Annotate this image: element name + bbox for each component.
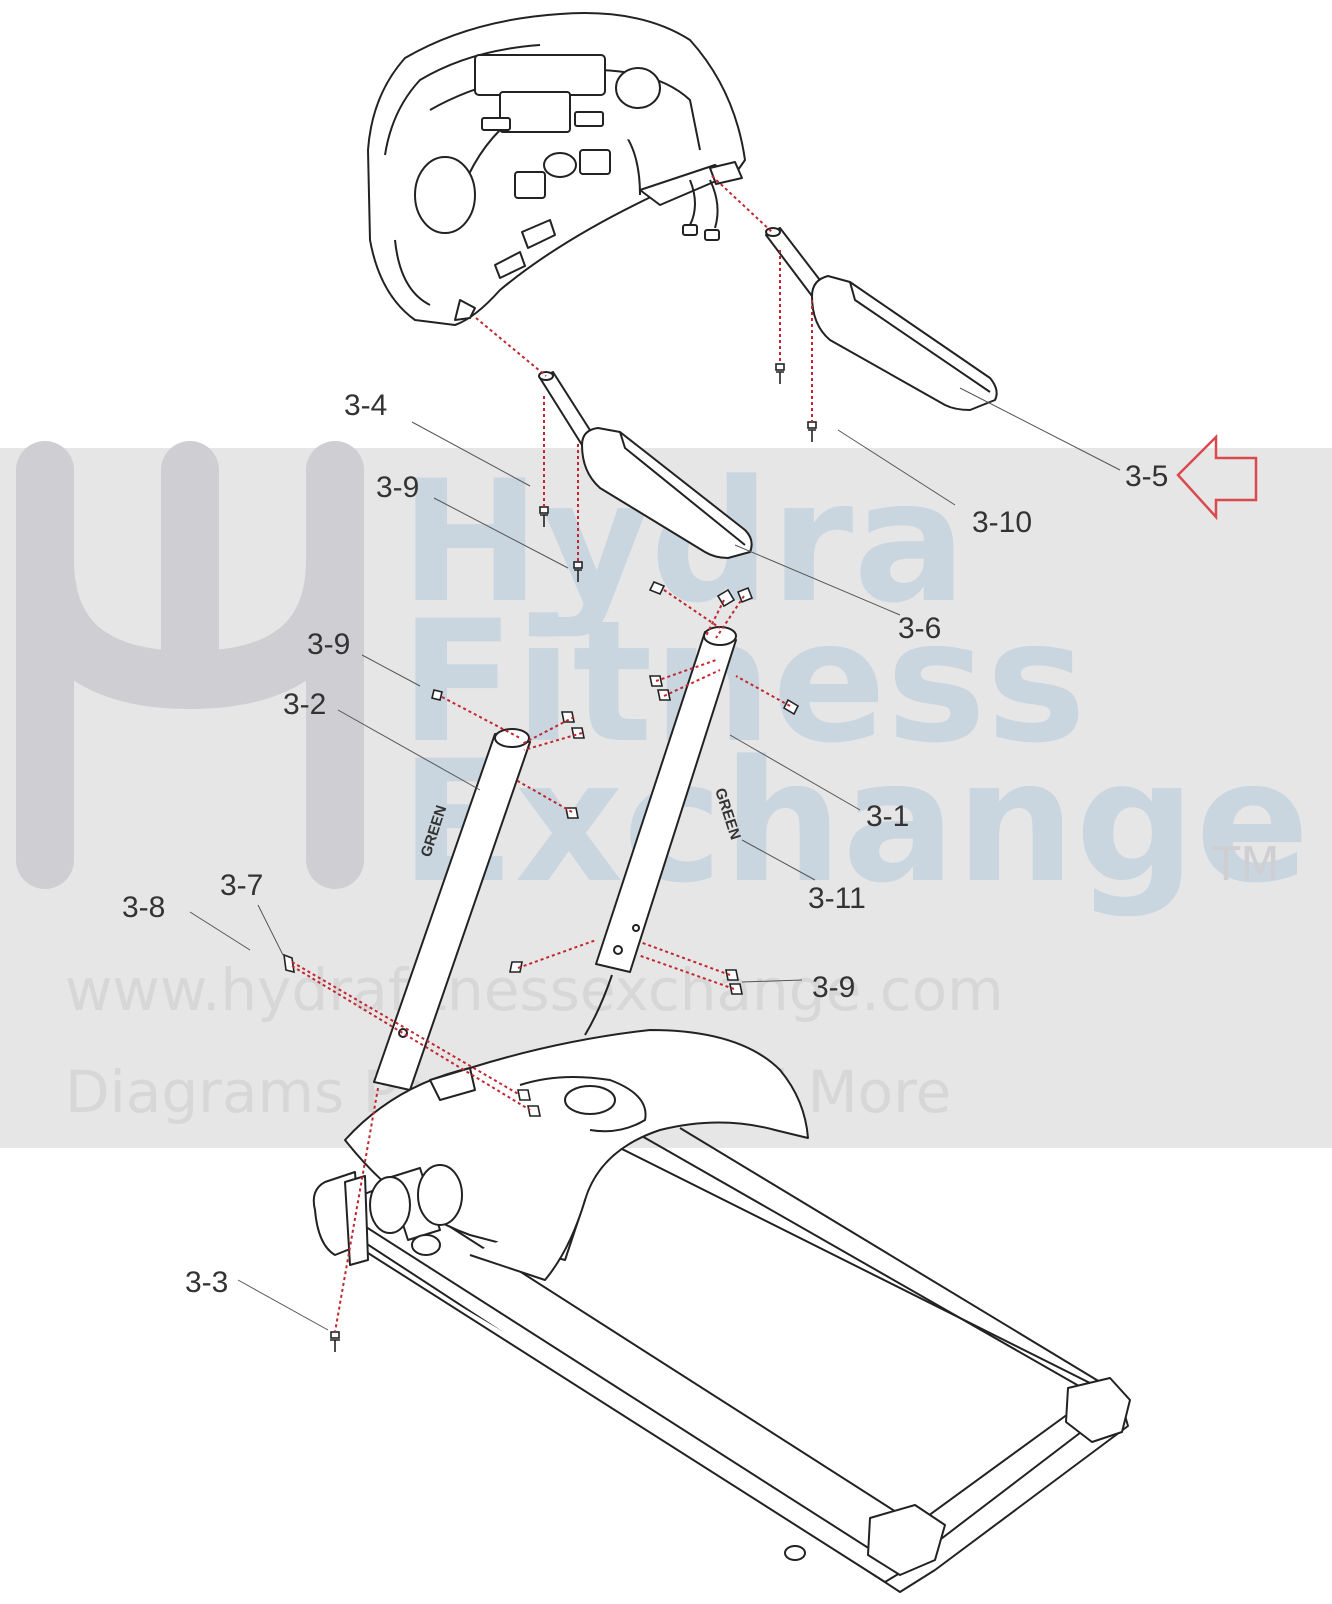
- callout-3-6: 3-6: [898, 612, 941, 645]
- watermark-line1: Hydra: [400, 444, 967, 640]
- watermark-url: www.hydrafitnessexchange.com: [65, 956, 1004, 1024]
- callout-3-9-upper: 3-9: [376, 471, 419, 504]
- right-handlebar-3-5: [765, 227, 998, 411]
- assembly-lines: [291, 175, 813, 1333]
- callout-labels: 3-4 3-9 3-10 3-5 3-6 3-9 3-2 3-1 3-11 3-…: [122, 389, 1168, 1299]
- motor-hood: [344, 1029, 809, 1281]
- callout-3-1: 3-1: [866, 800, 909, 833]
- right-upright-3-1: [584, 626, 737, 1036]
- leader-lines: [189, 387, 1121, 1331]
- callout-3-2: 3-2: [283, 688, 326, 721]
- callout-3-8: 3-8: [122, 891, 165, 924]
- console-assembly: [367, 12, 746, 326]
- callout-3-4: 3-4: [344, 389, 387, 422]
- highlight-arrow-icon: [1176, 433, 1258, 521]
- callout-3-5: 3-5: [1125, 460, 1168, 493]
- callout-3-7: 3-7: [220, 869, 263, 902]
- watermark-text: Hydra Fitness Exchange TM: [400, 444, 1309, 920]
- callout-3-9-middle: 3-9: [307, 628, 350, 661]
- watermark-line3: Exchange: [400, 724, 1309, 920]
- callout-3-9-lower: 3-9: [812, 971, 855, 1004]
- callout-3-3: 3-3: [185, 1266, 228, 1299]
- callout-3-10: 3-10: [972, 506, 1032, 539]
- callout-3-11: 3-11: [808, 882, 866, 915]
- watermark-logo-mark: [16, 441, 364, 889]
- watermark-trademark: TM: [1211, 837, 1280, 891]
- left-handlebar-3-6: [538, 371, 753, 559]
